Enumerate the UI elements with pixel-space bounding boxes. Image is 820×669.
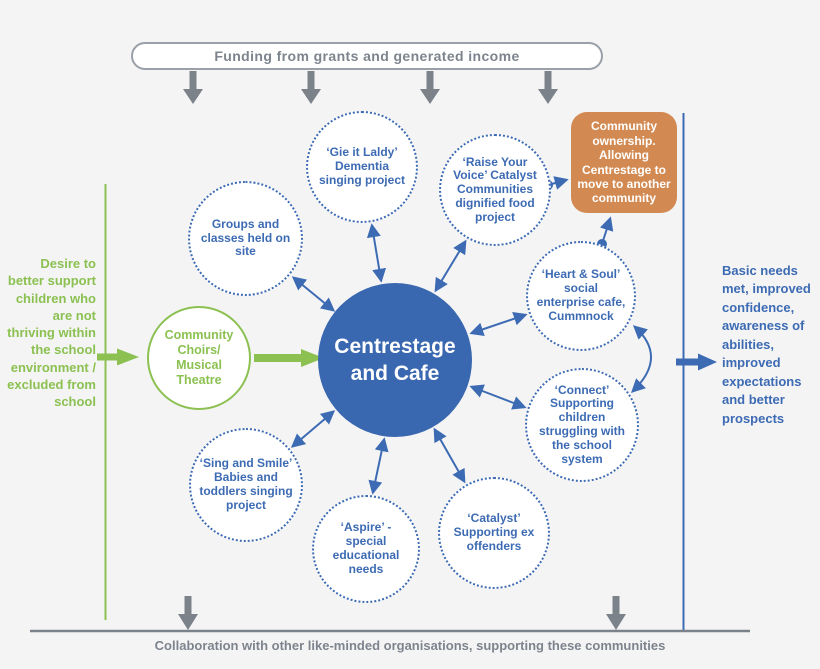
hub-label: Centrestage and Cafe [334, 334, 456, 385]
down-arrow-icon [420, 71, 440, 104]
connector [290, 410, 336, 448]
down-arrow-icon [301, 71, 321, 104]
connector [368, 437, 389, 495]
funding-banner: Funding from grants and generated income [131, 42, 603, 70]
right-outcome-note: Basic needs met, improved confidence, aw… [722, 263, 811, 426]
node-label: ‘Aspire’ - special educational needs [332, 520, 400, 576]
node-raise-your-voice: ‘Raise Your Voice’ Catalyst Communities … [439, 134, 551, 246]
down-arrow-icon [606, 596, 626, 630]
green-right-arrow-icon [97, 348, 139, 366]
node-label: ‘Catalyst’ Supporting ex offenders [453, 511, 535, 553]
node-sing-and-smile: ‘Sing and Smile’ Babies and toddlers sin… [189, 428, 303, 542]
connector [469, 384, 527, 410]
node-label: ‘Raise Your Voice’ Catalyst Communities … [453, 154, 537, 224]
node-label: Groups and classes held on site [200, 216, 291, 259]
blue-right-arrow-icon [676, 353, 717, 371]
node-aspire: ‘Aspire’ - special educational needs [312, 495, 420, 603]
node-label: ‘Sing and Smile’ Babies and toddlers sin… [199, 456, 293, 512]
node-label: ‘Heart & Soul’ social enterprise cafe, C… [536, 267, 626, 323]
community-choirs-label: Community Choirs/ Musical Theatre [164, 328, 234, 387]
node-catalyst: ‘Catalyst’ Supporting ex offenders [438, 477, 550, 589]
community-ownership-box: Community ownership. Allowing Centrestag… [571, 112, 677, 213]
node-label: ‘Connect’ Supporting children struggling… [539, 382, 625, 466]
left-input-note: Desire to better support children who ar… [7, 256, 96, 410]
funding-banner-label: Funding from grants and generated income [214, 48, 520, 64]
connector [291, 276, 336, 312]
connector [433, 427, 466, 484]
node-gie-it-laldy: ‘Gie it Laldy’ Dementia singing project [306, 111, 418, 223]
community-ownership-label: Community ownership. Allowing Centrestag… [577, 119, 671, 206]
node-community-choirs: Community Choirs/ Musical Theatre [147, 306, 251, 410]
hub-centrestage: Centrestage and Cafe [318, 283, 472, 437]
connector-to-ownership [597, 216, 614, 249]
connector-to-ownership [543, 176, 569, 190]
collaboration-caption: Collaboration with other like-minded org… [154, 638, 666, 653]
down-arrow-icon [183, 71, 203, 104]
curved-connector [630, 325, 652, 393]
down-arrow-icon [538, 71, 558, 104]
node-heart-and-soul: ‘Heart & Soul’ social enterprise cafe, C… [526, 241, 636, 351]
connector [366, 223, 387, 283]
connector [469, 311, 528, 337]
green-right-arrow-icon [254, 349, 324, 367]
down-arrow-icon [178, 596, 198, 630]
connector [434, 239, 467, 293]
node-groups-classes: Groups and classes held on site [188, 181, 303, 296]
node-connect: ‘Connect’ Supporting children struggling… [525, 368, 639, 482]
node-label: ‘Gie it Laldy’ Dementia singing project [318, 145, 405, 187]
